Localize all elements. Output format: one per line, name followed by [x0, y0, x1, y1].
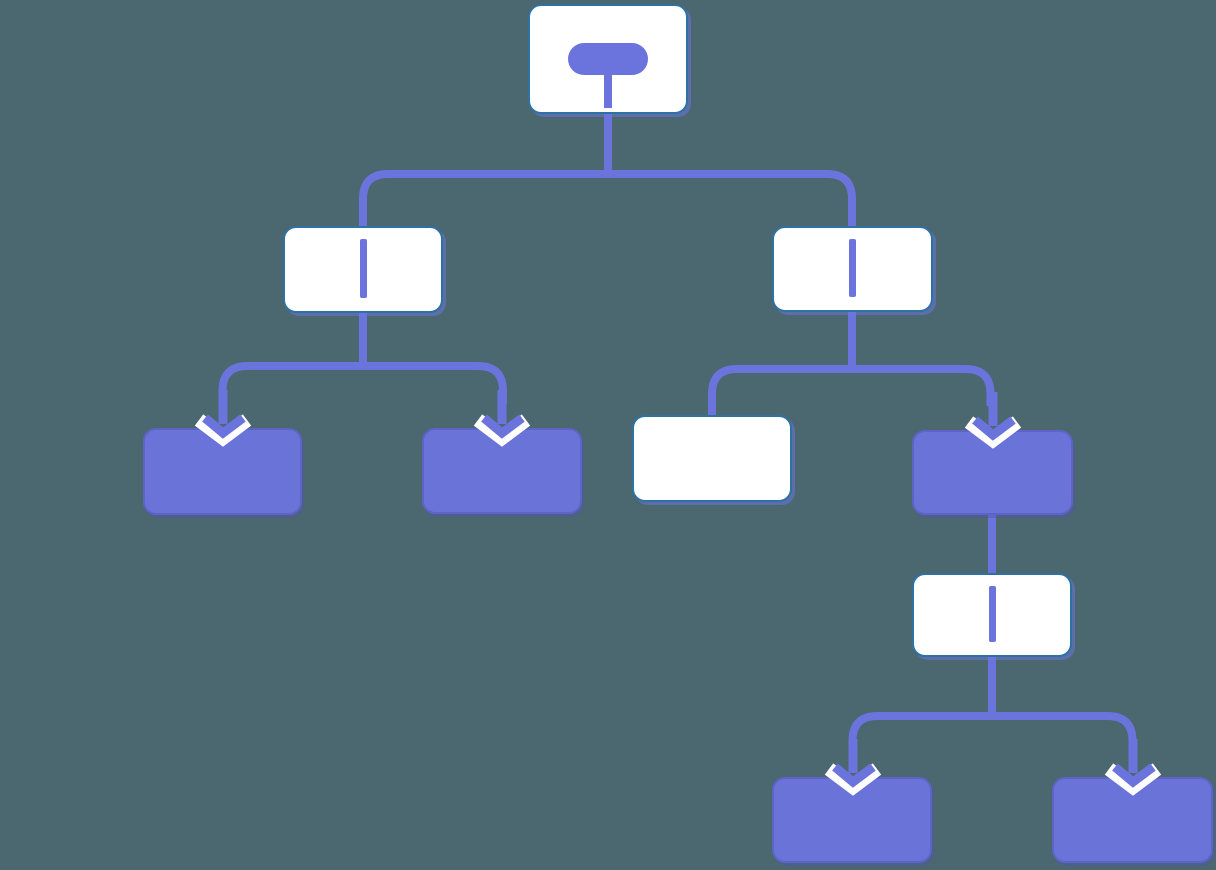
arrow-down-icon: [824, 739, 881, 796]
node-branch-left[interactable]: [283, 226, 443, 313]
node-step-white[interactable]: [632, 415, 792, 502]
node-divider-line: [988, 586, 996, 642]
arrow-down-icon: [1104, 739, 1161, 796]
edge-right-branch-bar: [708, 365, 995, 420]
arrow-head: [201, 414, 246, 439]
node-branch-lower[interactable]: [912, 573, 1072, 657]
arrow-head: [831, 763, 876, 788]
arrow-down-icon: [473, 390, 531, 447]
arrow-down-icon: [964, 392, 1021, 449]
node-divider-line: [849, 239, 856, 297]
node-root[interactable]: [528, 4, 688, 114]
arrow-head: [1111, 763, 1156, 788]
arrow-head: [971, 416, 1016, 441]
edge-lower-bar: [848, 712, 1137, 753]
root-topic-pill: [568, 43, 648, 75]
edge-level1-bar: [359, 170, 856, 230]
node-branch-right[interactable]: [772, 226, 933, 312]
root-pill-stem: [604, 70, 612, 108]
edge-left-branch-bar: [218, 362, 507, 404]
node-divider-line: [359, 239, 367, 298]
arrow-down-icon: [194, 390, 251, 447]
arrow-head: [481, 414, 525, 439]
